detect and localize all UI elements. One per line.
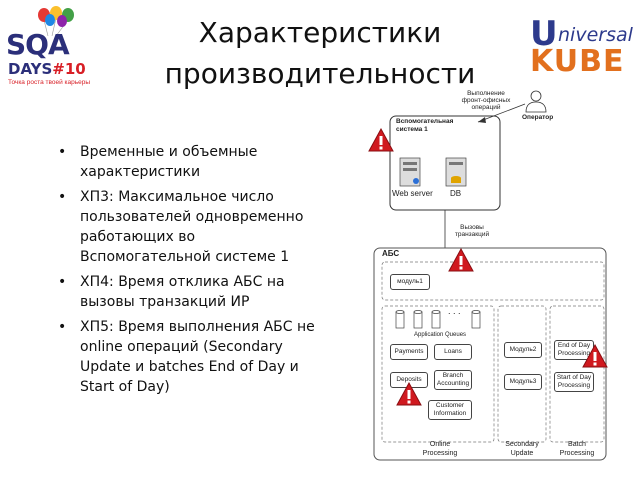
kube-logo-u: U bbox=[530, 14, 558, 54]
bullet-dot-icon: • bbox=[58, 189, 67, 205]
customer-information-box: Customer Information bbox=[428, 400, 472, 420]
bullet-text: Временные и объемные характеристики bbox=[80, 144, 258, 180]
warning-icon bbox=[448, 248, 474, 272]
bullet-item: • ХП4: Время отклика АБС на вызовы транза… bbox=[58, 272, 318, 312]
bullet-dot-icon: • bbox=[58, 319, 67, 335]
sqa-tagline: Точка роста твоей карьеры bbox=[8, 79, 91, 86]
start-of-day-box: Start of Day Processing bbox=[554, 372, 594, 392]
sqa-days-logo: SQA DAYS#10 Точка роста твоей карьеры bbox=[6, 6, 102, 92]
bullet-item: • Временные и объемные характеристики bbox=[58, 142, 318, 182]
transaction-calls-label: Вызовы транзакций bbox=[454, 224, 490, 238]
bullet-item: • ХП5: Время выполнения АБС не online опе… bbox=[58, 317, 318, 397]
payments-box: Payments bbox=[390, 344, 428, 360]
secondary-update-label: Secondary Update bbox=[505, 441, 539, 457]
title-line-2: производительности bbox=[164, 57, 476, 90]
warning-icon bbox=[396, 382, 422, 406]
architecture-diagram: Выполнение фронт-офисных операций Операт… bbox=[360, 88, 620, 468]
batch-processing-label: Batch Processing bbox=[559, 441, 595, 457]
module2-box: Модуль2 bbox=[504, 342, 542, 358]
bullet-text: ХП3: Максимальное число пользователей од… bbox=[80, 189, 304, 265]
bullet-item: • ХП3: Максимальное число пользователей о… bbox=[58, 187, 318, 267]
db-icon bbox=[445, 157, 467, 187]
days-text: DAYS bbox=[8, 60, 53, 78]
web-server-label: Web server bbox=[392, 189, 433, 198]
title-line-1: Характеристики bbox=[198, 16, 442, 49]
loans-box: Loans bbox=[434, 344, 472, 360]
branch-accounting-box: Branch Accounting bbox=[434, 370, 472, 390]
module3-box: Модуль3 bbox=[504, 374, 542, 390]
sqa-wordmark: SQA bbox=[6, 28, 70, 61]
slide-title: Характеристики производительности bbox=[130, 12, 510, 94]
bullet-list: • Временные и объемные характеристики • ХП… bbox=[58, 142, 318, 402]
module1-box: модуль1 bbox=[390, 274, 430, 290]
kube-logo-kube: KUBE bbox=[530, 44, 625, 79]
bullet-dot-icon: • bbox=[58, 274, 67, 290]
kube-logo-niversal: niversal bbox=[558, 24, 633, 46]
queue-dots: . . . bbox=[448, 306, 461, 316]
universal-kube-logo: U niversal KUBE bbox=[500, 14, 633, 79]
bullet-text: ХП5: Время выполнения АБС не online опер… bbox=[80, 319, 315, 395]
days-number: #10 bbox=[52, 60, 86, 78]
warning-icon bbox=[368, 128, 394, 152]
online-processing-label: Online Processing bbox=[422, 441, 458, 457]
web-server-icon bbox=[399, 157, 421, 187]
db-label: DB bbox=[450, 189, 462, 198]
warning-icon bbox=[582, 344, 608, 368]
bullet-text: ХП4: Время отклика АБС на вызовы транзак… bbox=[80, 274, 285, 310]
aux-system-label: Вспомогательная система 1 bbox=[396, 118, 454, 133]
days-wordmark: DAYS#10 bbox=[8, 60, 86, 78]
bullet-dot-icon: • bbox=[58, 144, 67, 160]
app-queues-label: Application Queues bbox=[414, 332, 467, 338]
balloons-icon bbox=[38, 6, 74, 36]
front-office-label: Выполнение фронт-офисных операций bbox=[461, 90, 511, 111]
operator-label: Оператор bbox=[522, 114, 554, 121]
abs-label: АБС bbox=[382, 249, 400, 258]
operator-icon bbox=[525, 90, 547, 113]
